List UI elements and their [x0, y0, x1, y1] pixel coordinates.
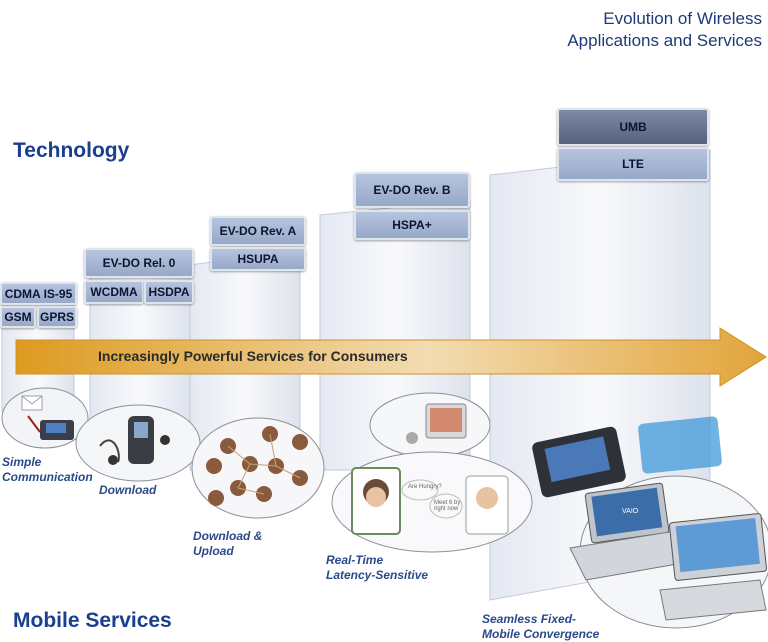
caption-convergence: Seamless Fixed- Mobile Convergence: [482, 612, 599, 642]
tech-label: HSDPA: [148, 285, 190, 299]
caption-line: Download: [99, 483, 157, 497]
caption-line: Latency-Sensitive: [326, 568, 429, 582]
tech-label: GPRS: [39, 310, 74, 324]
tech-label: EV-DO Rev. A: [219, 224, 297, 238]
caption-line: Upload: [193, 544, 234, 558]
tech-label: HSPA+: [392, 218, 432, 232]
real-time-image: [331, 392, 533, 553]
tech-label: GSM: [4, 310, 32, 324]
caption-line: Mobile Convergence: [482, 627, 600, 641]
caption-line: Real-Time: [326, 553, 384, 567]
tech-gprs: GPRS: [37, 306, 77, 328]
tech-hsupa: HSUPA: [210, 247, 306, 271]
tech-cdma-is95: CDMA IS-95: [0, 282, 77, 305]
caption-download: Download: [99, 483, 156, 498]
simple-communication-image: [1, 387, 89, 449]
header-title: Evolution of Wireless Applications and S…: [567, 8, 762, 52]
tech-umb: UMB: [557, 108, 709, 146]
tech-evdo-reva: EV-DO Rev. A: [210, 216, 306, 246]
convergence-image: [532, 416, 768, 629]
arrow-label: Increasingly Powerful Services for Consu…: [98, 348, 408, 364]
caption-line: Seamless Fixed-: [482, 612, 577, 626]
caption-line: Communication: [2, 470, 93, 484]
chat-bubble-1: Are Hungry?: [408, 484, 442, 490]
tech-wcdma: WCDMA: [84, 280, 144, 304]
tech-hspa-plus: HSPA+: [354, 210, 470, 240]
caption-simple-communication: Simple Communication: [2, 455, 93, 485]
tech-label: HSUPA: [237, 252, 279, 266]
technology-heading: Technology: [13, 139, 130, 162]
caption-download-upload: Download & Upload: [193, 529, 262, 559]
tech-evdo-rel0: EV-DO Rel. 0: [84, 248, 194, 278]
header-line-1: Evolution of Wireless: [603, 9, 762, 28]
tech-label: WCDMA: [90, 285, 138, 299]
tech-hsdpa: HSDPA: [144, 280, 194, 304]
laptop-brand: VAIO: [622, 508, 639, 515]
download-upload-image: [191, 417, 325, 519]
services-arrow: [15, 327, 767, 387]
tech-label: UMB: [619, 120, 647, 134]
header-line-2: Applications and Services: [567, 31, 762, 50]
tech-label: CDMA IS-95: [4, 286, 73, 301]
tech-evdo-revb: EV-DO Rev. B: [354, 172, 470, 208]
mobile-services-heading: Mobile Services: [13, 609, 172, 632]
tech-gsm: GSM: [0, 306, 36, 328]
tech-label: EV-DO Rev. B: [373, 183, 451, 197]
download-image: [75, 404, 201, 482]
caption-line: Download &: [193, 529, 263, 543]
tech-label: EV-DO Rel. 0: [102, 256, 176, 270]
chat-bubble-2: Meet 6 by right now: [434, 500, 461, 512]
caption-real-time: Real-Time Latency-Sensitive: [326, 553, 428, 583]
caption-line: Simple: [2, 455, 42, 469]
tech-label: LTE: [622, 157, 644, 171]
tech-lte: LTE: [557, 147, 709, 181]
